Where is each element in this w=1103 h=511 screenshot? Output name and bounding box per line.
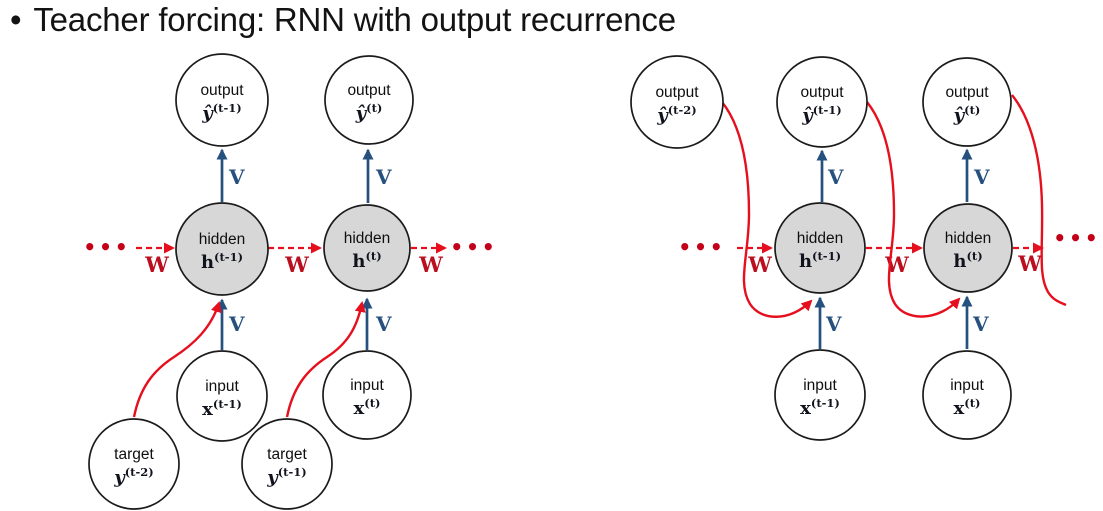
ellipsis-dots: ••• [678, 235, 725, 259]
svg-text:output: output [347, 82, 391, 99]
svg-text:output: output [800, 84, 844, 101]
weight-v-label: V [973, 165, 990, 189]
svg-text:y(t-1): y(t-1) [266, 465, 306, 488]
svg-text:x(t-1): x(t-1) [800, 396, 840, 419]
output-recurrence-arrow-trailing [1011, 94, 1067, 307]
output-recurrence-arrow [866, 101, 961, 318]
svg-text:hidden: hidden [199, 231, 246, 248]
weight-w-label: W [284, 252, 309, 277]
svg-text:h(t-1): h(t-1) [201, 250, 243, 273]
ellipsis-dots: ••• [1053, 226, 1100, 250]
left-input-node-1: input x(t-1) [176, 350, 268, 442]
svg-text:output: output [200, 82, 244, 99]
svg-text:x(t): x(t) [354, 396, 381, 419]
svg-text:y(t-2): y(t-2) [113, 465, 153, 488]
right-output-node-1: output ŷ(t-2) [630, 55, 724, 149]
svg-text:h(t-1): h(t-1) [799, 249, 841, 272]
svg-text:output: output [945, 84, 989, 101]
svg-text:ŷ(t-1): ŷ(t-1) [801, 103, 841, 126]
svg-text:input: input [950, 377, 984, 394]
right-hidden-node-2: hidden h(t) [923, 203, 1013, 293]
weight-v-label: V [827, 165, 844, 189]
svg-text:ŷ(t-1): ŷ(t-1) [201, 101, 241, 124]
left-diagram: ••• ••• W W W V V V V output ŷ(t-1) outp… [83, 53, 497, 510]
weight-w-label: W [884, 252, 909, 277]
ellipsis-dots: ••• [83, 235, 130, 259]
target-feedback-arrow [285, 301, 366, 418]
weight-w-label: W [1017, 251, 1042, 276]
right-output-node-2: output ŷ(t-1) [776, 56, 868, 148]
ellipsis-dots: ••• [450, 235, 497, 259]
weight-v-label: V [228, 312, 245, 336]
svg-text:ŷ(t-2): ŷ(t-2) [656, 103, 696, 126]
svg-text:hidden: hidden [945, 230, 992, 247]
svg-text:input: input [803, 377, 837, 394]
right-input-node-2: input x(t) [922, 350, 1012, 440]
left-output-node-2: output ŷ(t) [324, 55, 414, 145]
weight-w-label: W [747, 252, 772, 277]
weight-v-label: V [825, 312, 842, 336]
target-feedback-arrow [132, 301, 222, 418]
weight-w-label: W [418, 252, 443, 277]
weight-w-label: W [144, 252, 169, 277]
svg-text:hidden: hidden [797, 230, 844, 247]
bullet-icon: • [10, 1, 22, 38]
svg-text:output: output [655, 84, 699, 101]
weight-v-label: V [375, 165, 392, 189]
svg-text:ŷ(t): ŷ(t) [953, 103, 981, 126]
svg-text:ŷ(t): ŷ(t) [355, 101, 383, 124]
right-output-node-3: output ŷ(t) [922, 57, 1012, 147]
left-target-node-1: target y(t-2) [88, 418, 180, 510]
left-hidden-node-2: hidden h(t) [323, 204, 411, 292]
svg-text:target: target [114, 446, 154, 463]
svg-text:input: input [350, 377, 384, 394]
slide-title: • Teacher forcing: RNN with output recurr… [10, 1, 676, 39]
right-input-node-1: input x(t-1) [774, 349, 866, 441]
svg-text:h(t): h(t) [953, 249, 982, 272]
svg-text:input: input [205, 378, 239, 395]
output-recurrence-arrow [721, 101, 813, 318]
left-input-node-2: input x(t) [322, 350, 412, 440]
left-target-node-2: target y(t-1) [241, 418, 333, 510]
svg-text:h(t): h(t) [352, 249, 381, 272]
weight-v-label: V [972, 312, 989, 336]
weight-v-label: V [375, 312, 392, 336]
left-output-node-1: output ŷ(t-1) [175, 53, 269, 147]
svg-text:hidden: hidden [344, 230, 391, 247]
weight-v-label: V [228, 165, 245, 189]
right-hidden-node-1: hidden h(t-1) [774, 202, 866, 294]
svg-text:x(t): x(t) [954, 396, 981, 419]
right-diagram: ••• ••• W W W V V V V output ŷ(t-2) outp… [630, 55, 1100, 441]
slide-title-text: Teacher forcing: RNN with output recurre… [33, 1, 676, 38]
left-hidden-node-1: hidden h(t-1) [175, 202, 269, 296]
svg-text:target: target [267, 446, 307, 463]
svg-text:x(t-1): x(t-1) [202, 397, 242, 420]
